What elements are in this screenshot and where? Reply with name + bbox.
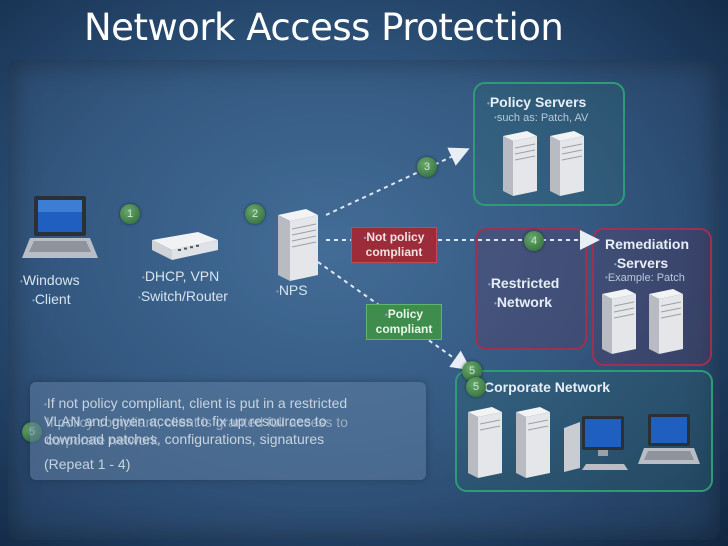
step-5-badge: 5 [466,377,486,397]
info-box [30,382,426,480]
info-line-1: •If not policy compliant, client is put … [44,395,348,411]
desktop-computer-icon [564,416,628,472]
restricted-network-label-line1: •Restricted [488,275,560,291]
step-5-badge: 5 [462,361,482,381]
not-compliant-line2: compliant [365,245,423,260]
compliant-line1: •Policy [384,307,424,321]
windows-client-label-line1: •Windows [20,272,80,288]
slide-title: Network Access Protection [84,6,564,49]
remediation-label-line1: Remediation [605,236,690,252]
compliant-badge: •Policy compliant [366,304,442,341]
remediation-subtitle: •Example: Patch [605,272,685,284]
policy-servers-zone [473,82,625,206]
step-2-badge: 2 [245,204,265,224]
not-compliant-badge: •Not policy compliant [351,227,437,264]
step-4-badge: 4 [524,231,544,251]
policy-server-icon [550,131,584,196]
router-label-line2: •Switch/Router [138,288,228,304]
info-overlay-line-2: If policy compliant, client is granted f… [46,414,348,430]
info-line-3: download patches, configurations, signat… [44,431,325,447]
nps-server-icon [278,209,318,281]
info-line-4: (Repeat 1 - 4) [44,456,131,472]
laptop-icon [638,414,700,464]
corporate-server-icon [468,407,502,478]
router-icon [152,232,218,260]
policy-servers-subtitle: •such as: Patch, AV [494,112,589,124]
nps-label: •NPS [276,282,308,298]
info-overlay-line-3: corporate network [46,432,159,448]
laptop-icon [22,196,98,258]
arrow-nps-to-policy [325,147,470,216]
policy-server-icon [503,131,537,196]
windows-client-label-line2: •Client [32,291,71,307]
policy-servers-title: •Policy Servers [487,94,587,110]
remediation-label-line2: •Servers [614,255,669,271]
restricted-network-label-line2: •Network [494,294,553,310]
corporate-server-icon [516,407,550,478]
info-line-2: VLAN and given access to fix up resource… [44,413,327,429]
remediation-server-icon [602,289,636,354]
step-1-badge: 1 [120,204,140,224]
compliant-line2: compliant [375,322,433,337]
step-3-badge: 3 [417,157,437,177]
corporate-network-title: Corporate Network [484,379,611,395]
not-compliant-line1: •Not policy [363,230,425,244]
router-label-line1: •DHCP, VPN [142,268,220,284]
remediation-server-icon [649,289,683,354]
